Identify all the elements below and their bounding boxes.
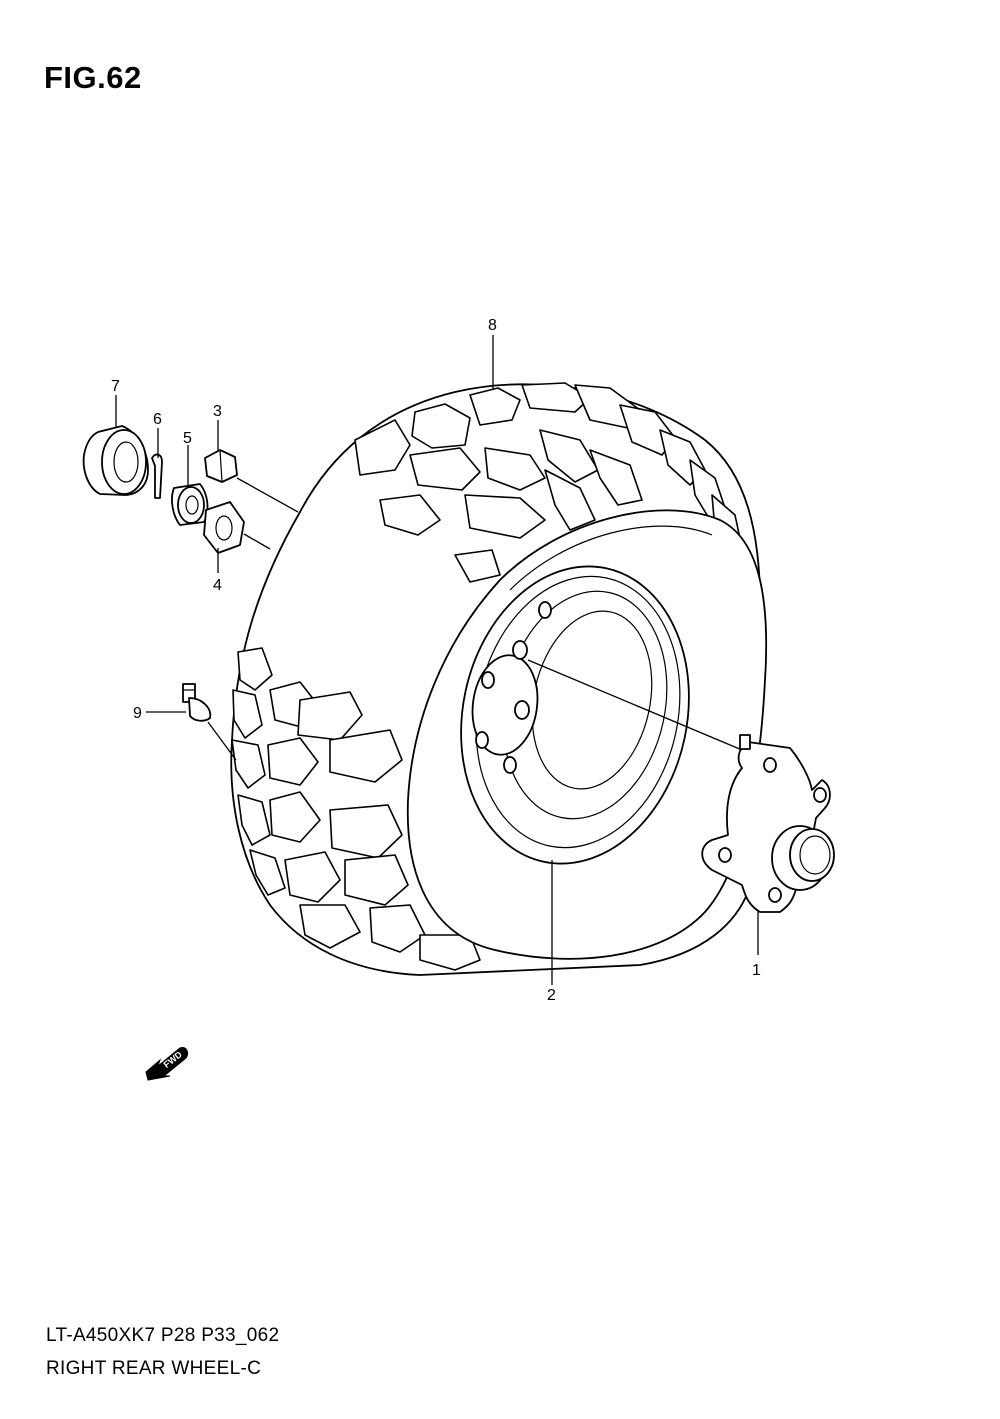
callout-8: 8 [488, 317, 497, 334]
wheel-hub-part-1[interactable] [701, 734, 835, 913]
figure-title: FIG.62 [44, 60, 142, 95]
castle-nut-part-5[interactable] [171, 483, 209, 526]
diagram-name-caption: RIGHT REAR WHEEL-C [46, 1358, 262, 1379]
callout-5: 5 [183, 430, 192, 447]
callout-2: 2 [547, 987, 556, 1004]
callout-4: 4 [213, 577, 222, 594]
cap-part-7[interactable] [82, 425, 149, 496]
assembly-line-washer [243, 533, 271, 550]
callout-7: 7 [111, 378, 120, 395]
callout-3: 3 [213, 403, 222, 420]
washer-part-4[interactable] [203, 501, 245, 554]
model-code-caption: LT-A450XK7 P28 P33_062 [46, 1325, 280, 1346]
nut-part-3[interactable] [204, 449, 238, 483]
callout-6: 6 [153, 411, 162, 428]
callout-9: 9 [133, 705, 142, 722]
cotter-pin-part-6[interactable] [151, 453, 163, 499]
wheel-rim-part-2[interactable] [434, 545, 715, 885]
fwd-arrow-icon: FWD [145, 1047, 189, 1081]
assembly-line-nut [236, 477, 299, 513]
assembly-line-hub [527, 659, 743, 751]
assembly-line-valve [207, 721, 237, 761]
callout-1: 1 [752, 962, 761, 979]
valve-part-9[interactable] [182, 683, 212, 722]
